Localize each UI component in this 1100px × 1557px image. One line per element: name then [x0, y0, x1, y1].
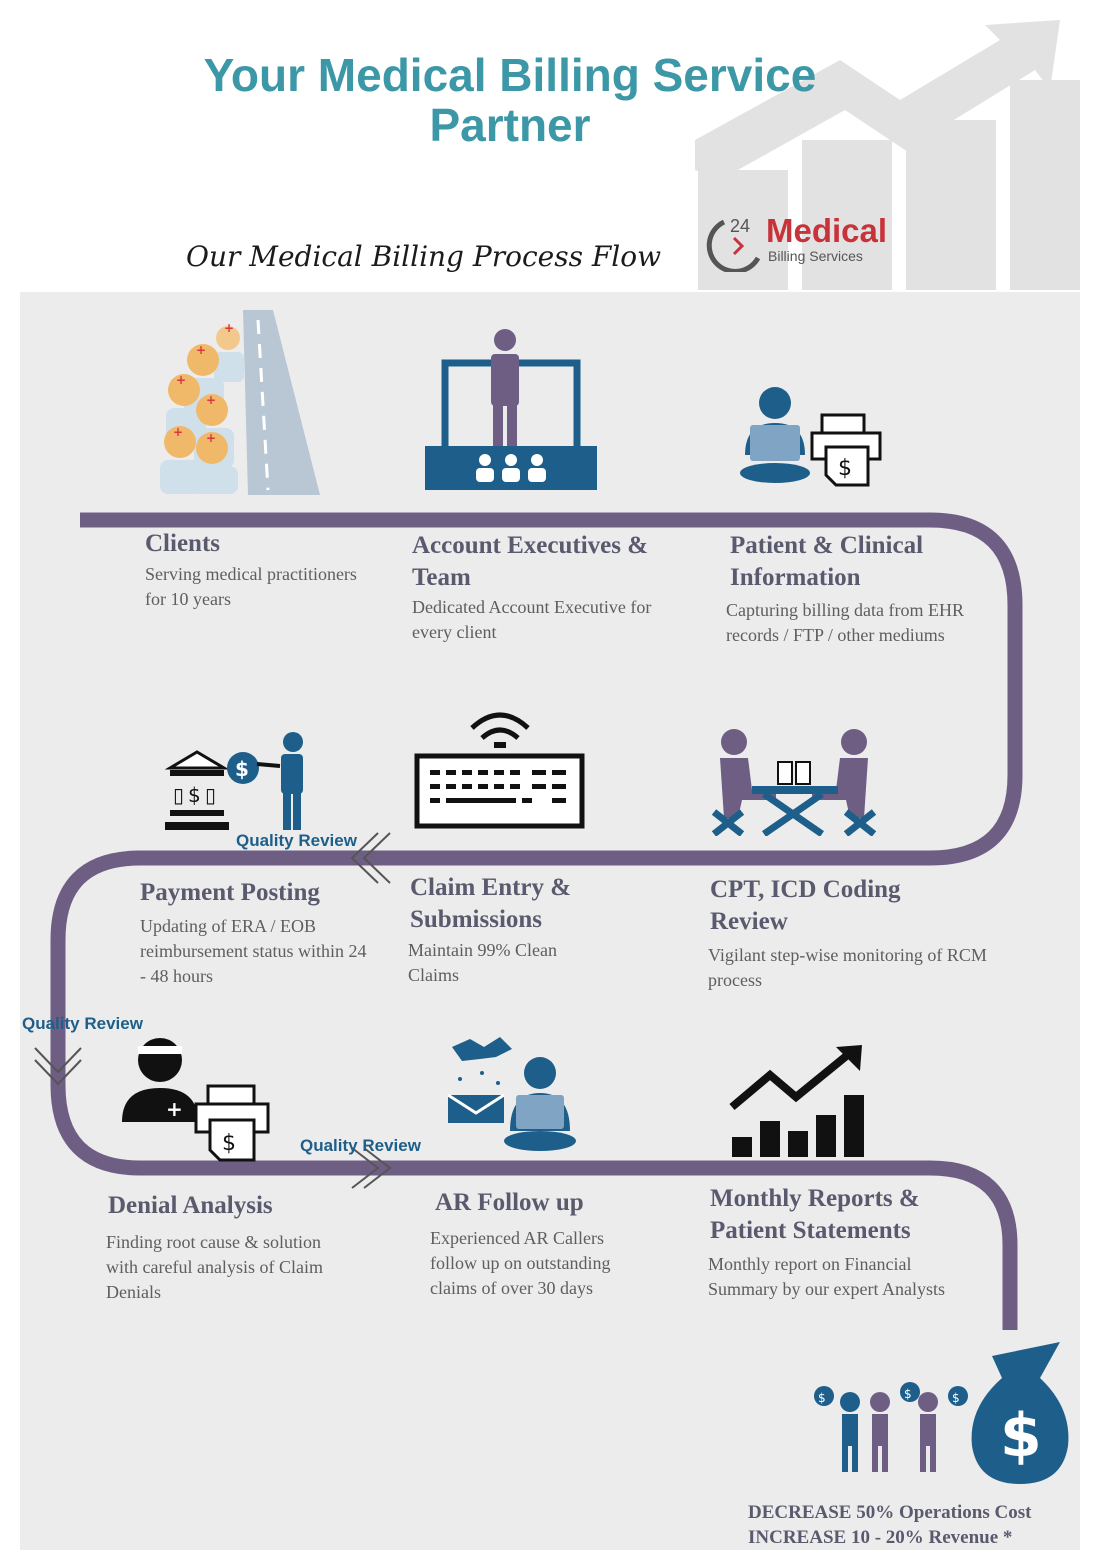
step-claim-entry-description: Maintain 99% Clean Claims — [408, 940, 557, 985]
logo-tagline: Billing Services — [768, 248, 863, 264]
step-ar-follow-up-description: Experienced AR Callers follow up on outs… — [430, 1228, 611, 1298]
step-account-executives-description: Dedicated Account Executive for every cl… — [412, 597, 652, 642]
outcome-decrease-cost: DECREASE 50% Operations Cost — [748, 1502, 1032, 1523]
step-cpt-icd-title: CPT, ICD Coding Review — [710, 876, 901, 935]
svg-text:$: $ — [818, 1391, 826, 1405]
step-denial-analysis-description: Finding root cause & solution with caref… — [106, 1232, 323, 1302]
svg-text:+: + — [206, 431, 216, 445]
step-denial-analysis-title: Denial Analysis — [108, 1192, 273, 1219]
step-payment-posting-title: Payment Posting — [140, 879, 320, 906]
step-patient-info-description: Capturing billing data from EHR records … — [726, 600, 964, 645]
growth-arrow-background-icon — [695, 20, 1080, 290]
page-title: Your Medical Billing Service Partner — [203, 49, 817, 151]
svg-text:+: + — [224, 321, 234, 335]
step-cpt-icd-description: Vigilant step-wise monitoring of RCM pro… — [708, 945, 987, 990]
svg-text:+: + — [173, 425, 183, 439]
logo-swoosh-icon — [706, 219, 761, 272]
svg-text:$: $ — [838, 456, 852, 481]
growth-chart-icon — [729, 1045, 864, 1157]
logo-brand: Medical — [766, 212, 888, 249]
svg-text:+: + — [176, 373, 186, 387]
step-clients-description: Serving medical practitioners for 10 yea… — [145, 564, 357, 609]
money-bag-team-icon: $ $ $ $ — [814, 1342, 1069, 1484]
presenter-icon — [425, 329, 597, 490]
step-claim-entry-title: Claim Entry & Submissions — [410, 874, 572, 933]
doctor-fax-icon: + $ — [122, 1038, 270, 1162]
step-monthly-reports-title: Monthly Reports & Patient Statements — [710, 1185, 920, 1244]
nurses-road-icon: + + + + + + — [160, 310, 320, 495]
svg-text:$: $ — [952, 1391, 960, 1405]
svg-text:$: $ — [235, 757, 249, 781]
quality-review-label-3: Quality Review — [300, 1136, 421, 1155]
step-account-executives-title: Account Executives & Team — [412, 532, 649, 591]
mail-laptop-icon — [447, 1037, 576, 1151]
svg-text:$: $ — [904, 1387, 912, 1401]
keyboard-icon — [414, 712, 585, 829]
svg-text:+: + — [166, 1097, 183, 1121]
step-monthly-reports-description: Monthly report on Financial Summary by o… — [708, 1254, 945, 1299]
step-patient-info-title: Patient & Clinical Information — [730, 532, 924, 591]
step-ar-follow-up-title: AR Follow up — [435, 1189, 584, 1216]
page-subtitle: Our Medical Billing Process Flow — [186, 240, 662, 273]
outcome-increase-revenue: INCREASE 10 - 20% Revenue * — [748, 1527, 1013, 1548]
logo-number: 24 — [730, 216, 751, 236]
step-clients-title: Clients — [145, 530, 220, 557]
laptop-fax-icon: $ — [740, 387, 882, 487]
step-payment-posting-description: Updating of ERA / EOB reimbursement stat… — [140, 916, 367, 986]
company-logo: 24 Medical Billing Services — [706, 212, 906, 272]
bank-payment-icon: ▯$▯ $ — [165, 732, 303, 830]
svg-text:+: + — [196, 343, 206, 357]
svg-text:▯: ▯ — [205, 783, 216, 807]
quality-review-label-2: Quality Review — [22, 1014, 143, 1033]
svg-text:$: $ — [188, 783, 201, 807]
svg-text:+: + — [206, 393, 216, 407]
svg-text:$: $ — [1000, 1401, 1042, 1471]
svg-text:$: $ — [222, 1131, 236, 1156]
process-panel — [20, 292, 1080, 1550]
quality-review-label-1: Quality Review — [236, 831, 357, 850]
svg-text:▯: ▯ — [173, 783, 184, 807]
meeting-table-icon — [712, 729, 877, 836]
